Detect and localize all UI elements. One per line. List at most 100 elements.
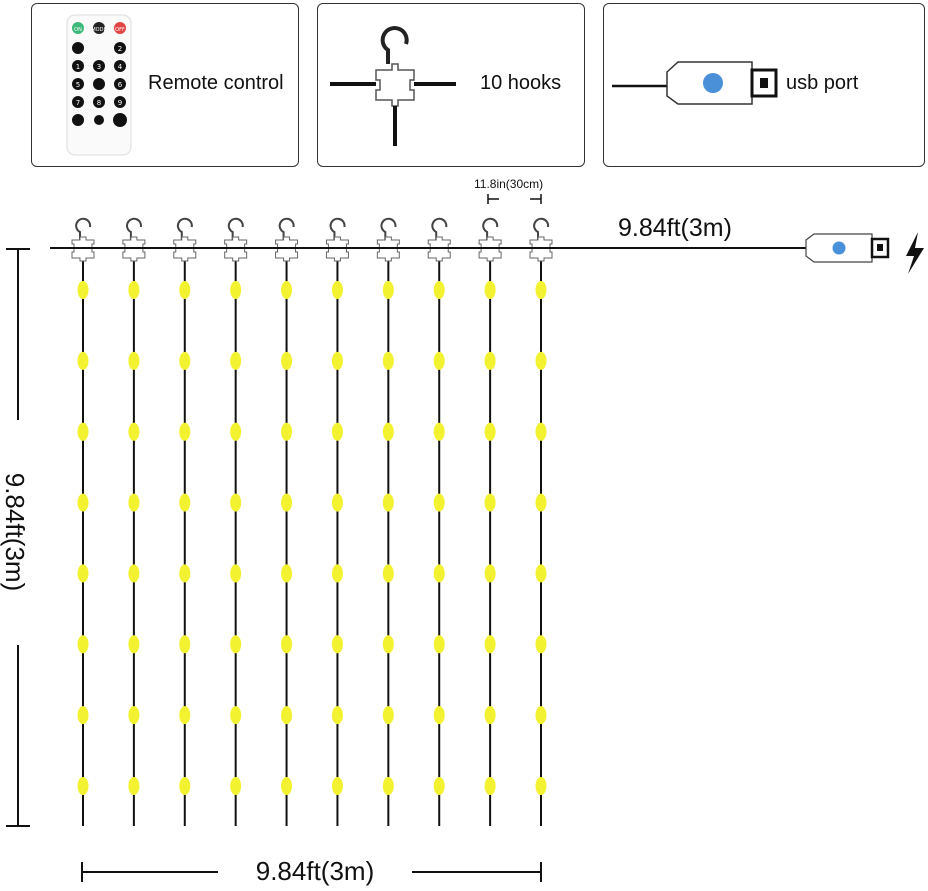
- hook-icon: [325, 217, 349, 262]
- usb-port-label: usb port: [786, 72, 859, 94]
- led-bulb: [484, 351, 496, 370]
- led-bulb: [331, 564, 343, 583]
- led-bulb: [433, 635, 445, 654]
- led-bulb: [331, 706, 343, 725]
- led-bulb: [230, 635, 242, 654]
- led-bulb: [535, 635, 547, 654]
- led-bulb: [382, 493, 394, 512]
- led-bulb: [77, 777, 89, 795]
- remote-off-key: OFF: [115, 27, 125, 33]
- led-bulb: [433, 493, 445, 512]
- led-bulb: [230, 564, 242, 583]
- usb-plug-icon: [612, 58, 787, 113]
- lightning-icon: [906, 232, 924, 274]
- hook-icon: [376, 217, 400, 262]
- usb-port-box: usb port: [603, 3, 925, 167]
- hook-icon: [478, 217, 502, 262]
- remote-control-icon: ON MODE OFF 1 2 3 4 5 6 7 8 9: [66, 14, 132, 156]
- remote-key-9: 9: [118, 99, 122, 107]
- led-bulb: [179, 564, 191, 583]
- led-bulb: [484, 564, 496, 583]
- hook-icon: [275, 217, 299, 262]
- hook-connector-icon: [326, 24, 466, 159]
- led-bulb: [128, 493, 140, 512]
- led-bulb: [433, 777, 445, 795]
- remote-control-box: ON MODE OFF 1 2 3 4 5 6 7 8 9 Remote con…: [31, 3, 299, 167]
- led-bulb: [128, 351, 140, 370]
- led-bulb: [179, 706, 191, 725]
- remote-key-1: 1: [76, 63, 80, 71]
- remote-key-2: 2: [118, 45, 122, 53]
- led-bulb: [77, 281, 89, 299]
- led-bulb: [281, 422, 293, 441]
- width-label: 9.84ft(3m): [256, 856, 375, 886]
- led-bulb: [535, 706, 547, 725]
- height-dimension: [6, 248, 30, 827]
- remote-key-5: 5: [76, 81, 80, 89]
- top-cable-length-label: 9.84ft(3m): [618, 214, 732, 242]
- led-bulb: [382, 351, 394, 370]
- led-bulb: [230, 281, 242, 299]
- led-bulb: [179, 493, 191, 512]
- led-bulb: [77, 706, 89, 725]
- led-bulb: [281, 351, 293, 370]
- led-bulb: [484, 493, 496, 512]
- remote-key-7: 7: [76, 99, 80, 107]
- led-bulb: [179, 351, 191, 370]
- led-bulb: [179, 281, 191, 299]
- led-bulb: [128, 564, 140, 583]
- led-bulb: [230, 493, 242, 512]
- led-bulb: [128, 777, 140, 795]
- led-bulb: [331, 422, 343, 441]
- hook-icon: [529, 217, 553, 262]
- led-bulb: [230, 777, 242, 795]
- hook-icon: [71, 217, 95, 262]
- led-bulb: [535, 493, 547, 512]
- spacing-marker: [487, 194, 542, 204]
- usb-plug-end: [805, 233, 890, 263]
- led-bulb: [382, 635, 394, 654]
- led-bulb: [77, 422, 89, 441]
- hooks-box: 10 hooks: [317, 3, 585, 167]
- remote-key-4: 4: [118, 63, 123, 71]
- width-dimension: [81, 862, 542, 882]
- led-bulb: [433, 706, 445, 725]
- led-bulb: [484, 706, 496, 725]
- led-bulb: [484, 281, 496, 299]
- remote-key-8: 8: [97, 99, 101, 107]
- led-bulb: [128, 706, 140, 725]
- led-bulb: [128, 635, 140, 654]
- led-bulb: [77, 351, 89, 370]
- spacing-label: 11.8in(30cm): [474, 177, 543, 191]
- hook-icon: [427, 217, 451, 262]
- led-bulb: [331, 777, 343, 795]
- led-bulb: [230, 422, 242, 441]
- led-bulb: [281, 635, 293, 654]
- height-label: 9.84ft(3m): [0, 473, 30, 592]
- led-bulb: [331, 493, 343, 512]
- led-bulb: [179, 635, 191, 654]
- led-bulb: [128, 422, 140, 441]
- led-bulb: [382, 422, 394, 441]
- hook-icon: [122, 217, 146, 262]
- led-bulb: [281, 564, 293, 583]
- remote-on-key: ON: [74, 27, 82, 33]
- led-bulb: [281, 777, 293, 795]
- strand-hooks: [71, 217, 553, 262]
- hook-icon: [224, 217, 248, 262]
- led-bulb: [382, 706, 394, 725]
- hook-icon: [173, 217, 197, 262]
- remote-control-label: Remote control: [148, 72, 284, 94]
- led-bulb: [281, 493, 293, 512]
- led-bulb: [331, 351, 343, 370]
- led-bulb: [77, 635, 89, 654]
- remote-mode-key: MODE: [91, 27, 106, 33]
- led-bulb: [484, 635, 496, 654]
- led-bulb: [382, 777, 394, 795]
- led-bulb: [179, 422, 191, 441]
- led-bulb: [331, 281, 343, 299]
- led-bulb: [331, 635, 343, 654]
- led-bulb: [382, 281, 394, 299]
- led-bulb: [535, 564, 547, 583]
